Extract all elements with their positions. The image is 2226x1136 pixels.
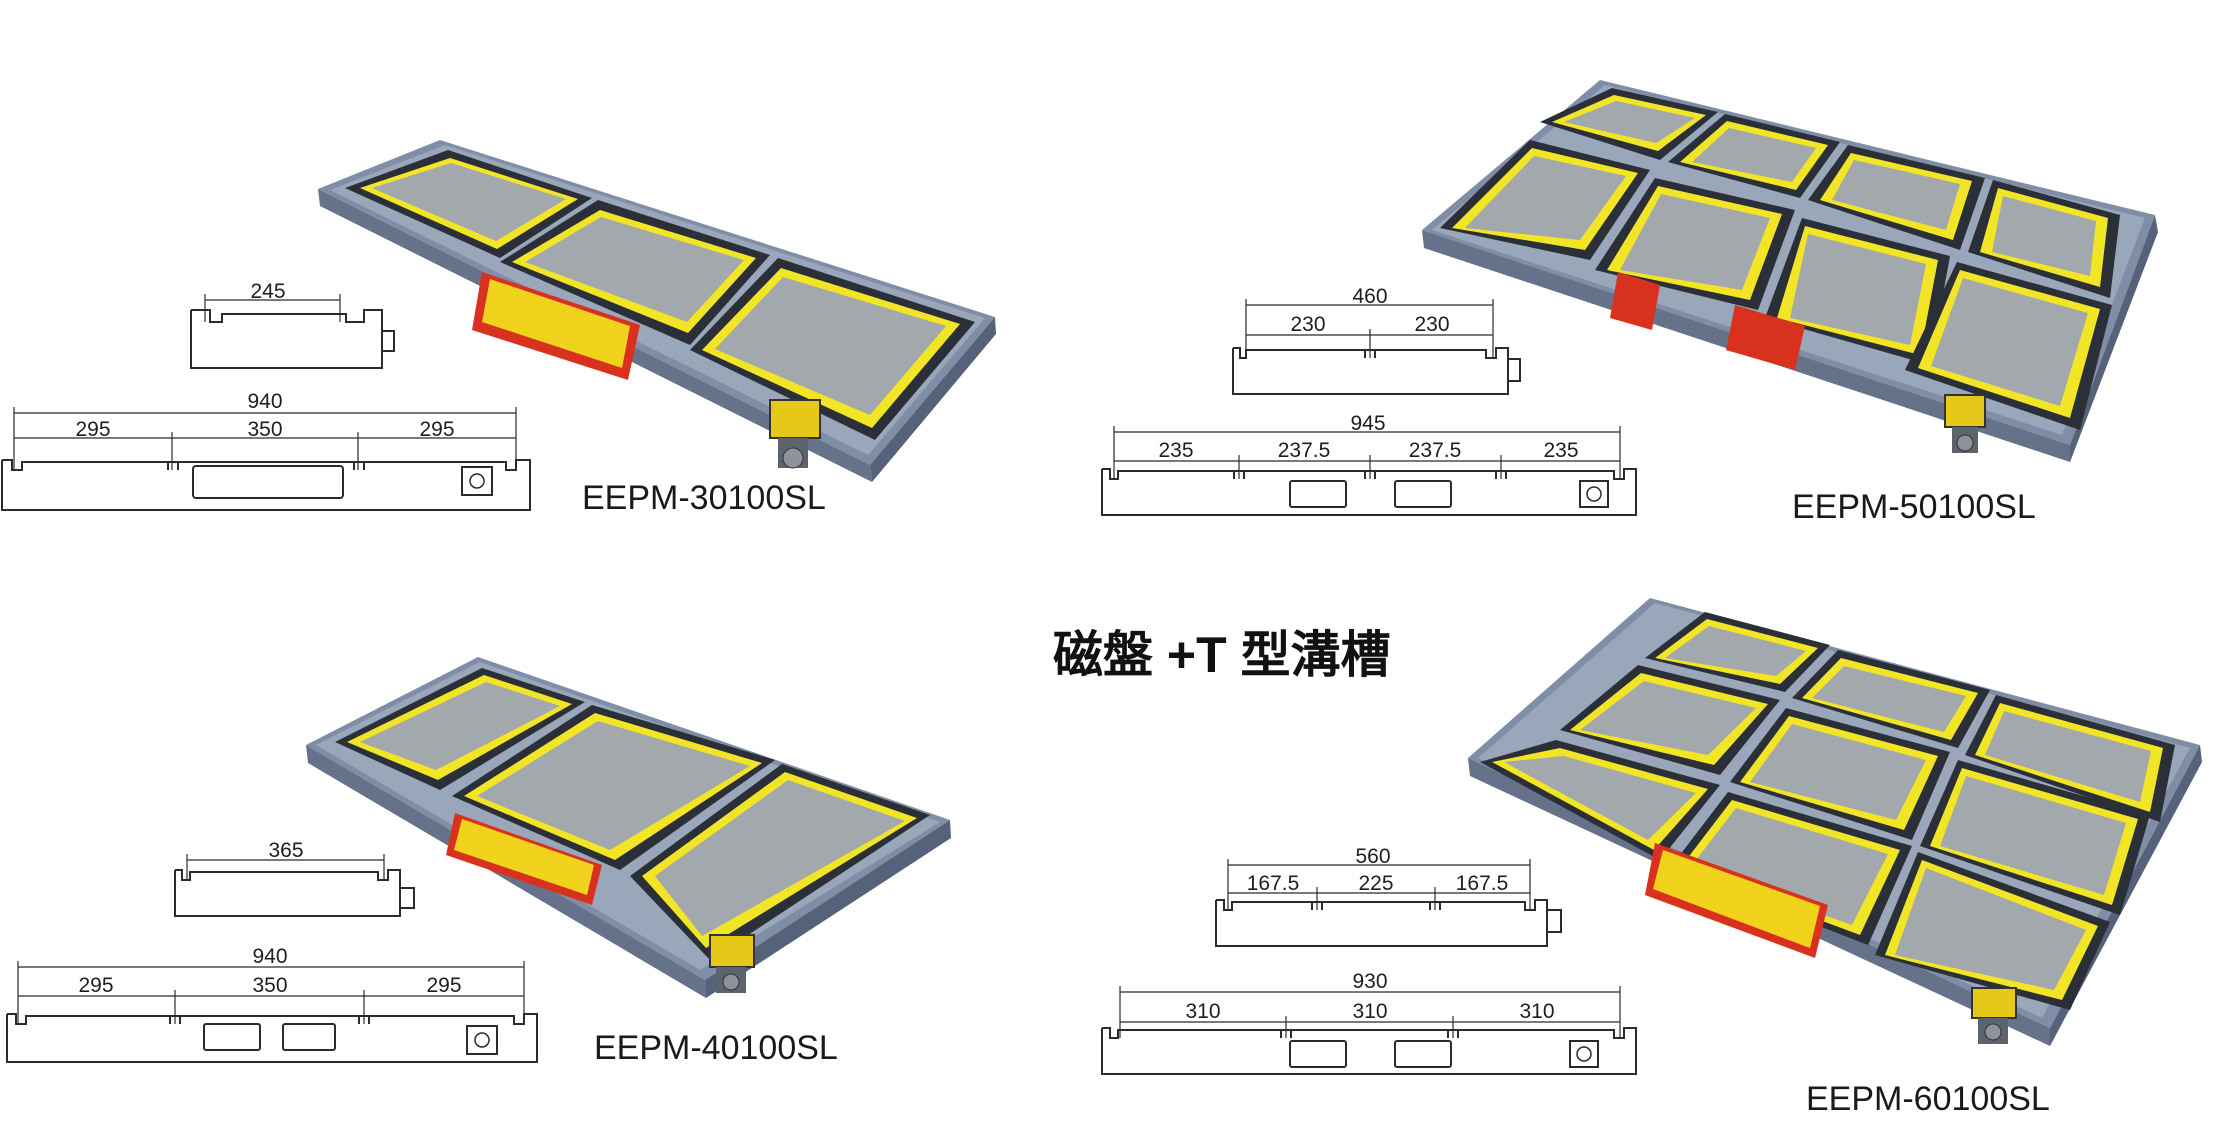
product-eepm-50100sl: 460 230 230 945 235 237.5 2 [1101,80,2158,526]
upper-dim-2: 225 [1358,872,1393,895]
magnetic-chuck-render [306,657,951,998]
lower-dimension-drawing: 940 295 350 295 [1,390,531,511]
product-eepm-30100sl: 245 940 295 350 295 EEPM-30100SL [1,140,996,517]
upper-dim-1: 230 [1290,313,1325,336]
product-eepm-40100sl: 365 940 295 350 295 EEPM-40100SL [6,657,951,1067]
upper-dim-1: 167.5 [1247,872,1300,895]
page-title: 磁盤 +T 型溝槽 [1053,627,1391,683]
upper-dimension-drawing: 245 [190,280,395,369]
lower-dim-2: 350 [252,974,287,997]
upper-dim-3: 167.5 [1456,872,1509,895]
lower-dim-2: 310 [1352,1000,1387,1023]
lower-dim-3: 295 [419,418,454,441]
lower-dim-4: 235 [1543,439,1578,462]
model-name: EEPM-50100SL [1792,488,2036,526]
upper-total-dim: 560 [1355,845,1390,868]
lower-dim-3: 237.5 [1409,439,1462,462]
upper-dimension-drawing: 365 [174,839,415,917]
lower-dim-1: 295 [78,974,113,997]
magnetic-chuck-render [1468,598,2202,1046]
lower-dim-1: 310 [1185,1000,1220,1023]
lower-dimension-drawing: 945 235 237.5 237.5 235 [1101,412,1637,516]
upper-dimension-drawing: 560 167.5 225 167.5 [1215,845,1562,947]
upper-dim-2: 230 [1414,313,1449,336]
lower-dim-3: 295 [426,974,461,997]
lower-dim-1: 295 [75,418,110,441]
upper-total-dim: 460 [1352,285,1387,308]
lower-total-dim: 940 [247,390,282,413]
upper-dimension-drawing: 460 230 230 [1232,285,1521,395]
lower-dim-2: 350 [247,418,282,441]
upper-dim-1: 365 [268,839,303,862]
magnetic-chuck-render [1422,80,2158,462]
lower-dim-1: 235 [1158,439,1193,462]
lower-dimension-drawing: 940 295 350 295 [6,945,538,1063]
lower-dim-2: 237.5 [1278,439,1331,462]
lower-total-dim: 945 [1350,412,1385,435]
model-name: EEPM-40100SL [594,1029,838,1067]
lower-total-dim: 940 [252,945,287,968]
lower-total-dim: 930 [1352,970,1387,993]
model-name: EEPM-30100SL [582,479,826,517]
upper-dim-1: 245 [250,280,285,303]
lower-dimension-drawing: 930 310 310 310 [1101,970,1637,1075]
product-eepm-60100sl: 560 167.5 225 167.5 930 310 310 310 [1101,598,2202,1118]
magnetic-chuck-render [318,140,996,482]
model-name: EEPM-60100SL [1806,1080,2050,1118]
lower-dim-3: 310 [1519,1000,1554,1023]
